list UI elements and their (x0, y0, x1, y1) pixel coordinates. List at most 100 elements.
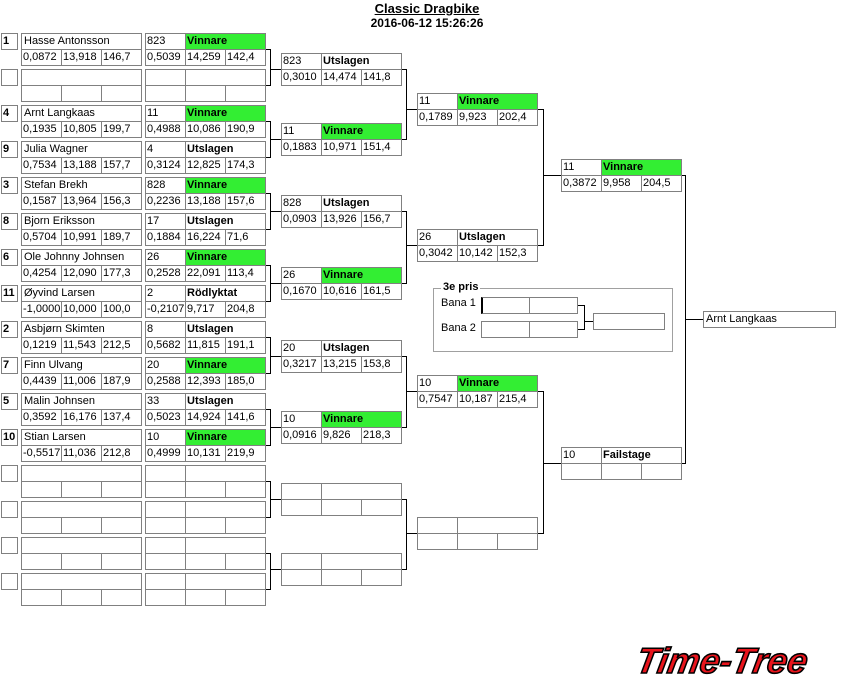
result-badge: Vinnare (321, 123, 402, 140)
reaction-time (145, 481, 186, 498)
reaction-time: 0,3124 (145, 157, 186, 174)
seed-number (1, 465, 18, 482)
logo-text: Time-Tree (633, 640, 811, 681)
elapsed-time: 13,918 (61, 49, 102, 66)
speed: 174,3 (225, 157, 266, 174)
third-place-title: 3e pris (441, 281, 481, 293)
speed: 185,0 (225, 373, 266, 390)
bracket-line (402, 356, 407, 357)
third-place-group (433, 288, 673, 352)
result-badge: Vinnare (185, 357, 266, 374)
racer-name[interactable]: Finn Ulvang (21, 357, 142, 374)
speed: 141,6 (225, 409, 266, 426)
speed: 187,9 (101, 373, 142, 390)
speed: 190,9 (225, 121, 266, 138)
result-badge: Utslagen (185, 321, 266, 338)
seed-number: 5 (1, 393, 18, 410)
lane1-result-input[interactable] (529, 297, 578, 314)
race-number: 828 (281, 195, 322, 212)
bracket-line (406, 391, 417, 392)
speed (101, 481, 142, 498)
reaction-time (145, 553, 186, 570)
speed: 191,1 (225, 337, 266, 354)
result-badge: Vinnare (185, 429, 266, 446)
racer-name[interactable] (21, 465, 142, 482)
bracket-line (266, 517, 271, 518)
elapsed-time (457, 533, 498, 550)
third-place-winner-input[interactable] (593, 313, 665, 330)
bracket-line (266, 157, 271, 158)
bracket-line (402, 139, 407, 140)
lane2-name-input[interactable] (481, 321, 530, 338)
racer-name[interactable]: Hasse Antonsson (21, 33, 142, 50)
speed: 153,8 (361, 356, 402, 373)
speed: 177,3 (101, 265, 142, 282)
result-badge (185, 537, 266, 554)
result-badge: Vinnare (185, 249, 266, 266)
speed: 137,4 (101, 409, 142, 426)
bracket-line (402, 499, 407, 500)
speed (225, 553, 266, 570)
bracket-line (266, 409, 271, 410)
racer-name[interactable] (21, 573, 142, 590)
racer-name[interactable]: Bjorn Eriksson (21, 213, 142, 230)
speed: 219,9 (225, 445, 266, 462)
speed (225, 589, 266, 606)
result-badge: Vinnare (185, 177, 266, 194)
racer-name[interactable] (21, 501, 142, 518)
bracket-line (406, 533, 417, 534)
lane2-result-input[interactable] (529, 321, 578, 338)
reaction-time: 0,5023 (145, 409, 186, 426)
reaction-time (21, 589, 62, 606)
race-number: 20 (145, 357, 186, 374)
bracket-line (266, 553, 271, 554)
bracket-line (406, 211, 407, 284)
racer-name[interactable]: Asbjørn Skimten (21, 321, 142, 338)
race-number (281, 553, 322, 570)
reaction-time: 0,3042 (417, 245, 458, 262)
racer-name[interactable] (21, 69, 142, 86)
bracket-line (538, 109, 544, 110)
reaction-time: 0,7547 (417, 391, 458, 408)
reaction-time (21, 553, 62, 570)
seed-number: 8 (1, 213, 18, 230)
third-connector (584, 321, 593, 322)
result-badge: Vinnare (457, 375, 538, 392)
bracket-line (543, 175, 561, 176)
elapsed-time: 13,188 (185, 193, 226, 210)
reaction-time: 0,0872 (21, 49, 62, 66)
lane1-name-input[interactable] (481, 297, 530, 314)
reaction-time: 0,3592 (21, 409, 62, 426)
reaction-time: 0,5039 (145, 49, 186, 66)
race-number: 2 (145, 285, 186, 302)
racer-name[interactable]: Malin Johnsen (21, 393, 142, 410)
bracket-line (270, 69, 281, 70)
racer-name[interactable] (21, 537, 142, 554)
racer-name[interactable]: Julia Wagner (21, 141, 142, 158)
race-number (145, 69, 186, 86)
racer-name[interactable]: Øyvind Larsen (21, 285, 142, 302)
bracket-line (266, 373, 271, 374)
racer-name[interactable]: Stefan Brekh (21, 177, 142, 194)
elapsed-time: 10,131 (185, 445, 226, 462)
racer-name[interactable]: Stian Larsen (21, 429, 142, 446)
racer-name[interactable]: Ole Johnny Johnsen (21, 249, 142, 266)
reaction-time (21, 517, 62, 534)
elapsed-time (61, 553, 102, 570)
bracket-line (270, 569, 281, 570)
bracket-line (266, 337, 271, 338)
reaction-time: 0,1219 (21, 337, 62, 354)
elapsed-time (185, 517, 226, 534)
elapsed-time (601, 463, 642, 480)
elapsed-time (61, 481, 102, 498)
race-number (145, 573, 186, 590)
elapsed-time: 14,924 (185, 409, 226, 426)
racer-name[interactable]: Arnt Langkaas (21, 105, 142, 122)
seed-number (1, 573, 18, 590)
elapsed-time: 13,188 (61, 157, 102, 174)
bracket-line (266, 193, 271, 194)
result-badge: Utslagen (321, 340, 402, 357)
seed-number: 3 (1, 177, 18, 194)
lane2-label: Bana 2 (441, 322, 476, 334)
speed: 218,3 (361, 427, 402, 444)
